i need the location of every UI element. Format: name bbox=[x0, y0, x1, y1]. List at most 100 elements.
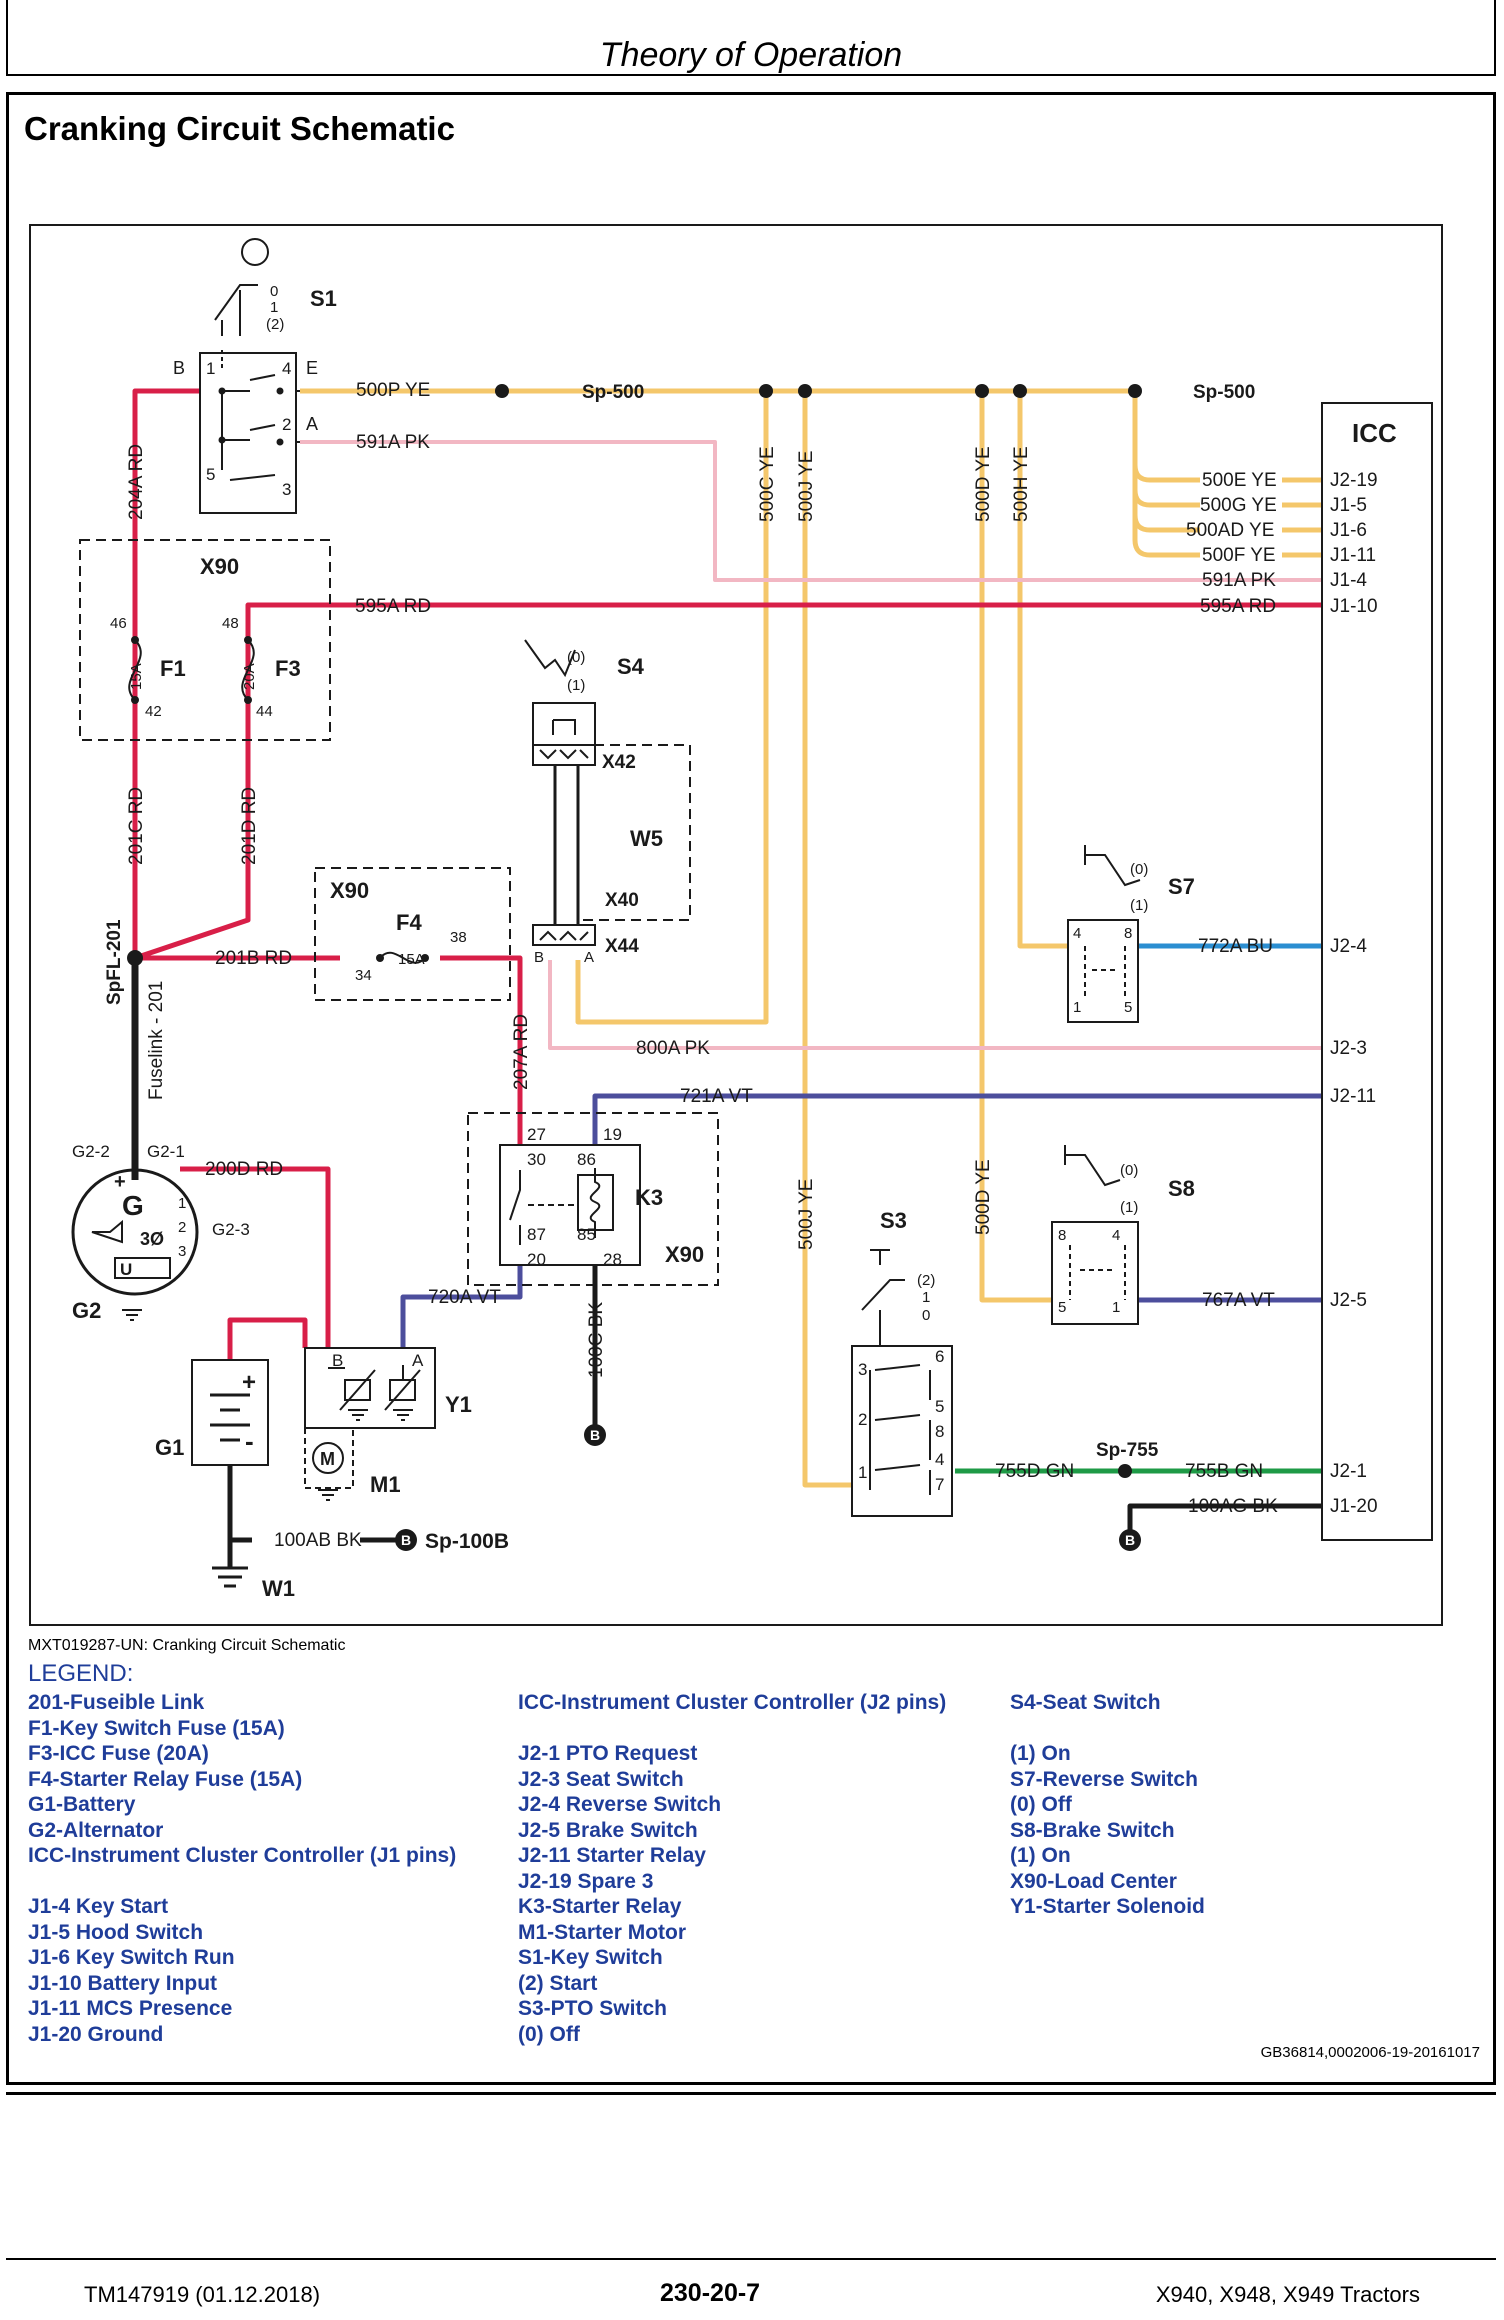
y1-leads bbox=[328, 1365, 404, 1380]
wire-500d bbox=[979, 391, 1070, 1303]
t-s7-4: 4 bbox=[1073, 925, 1081, 942]
t-g3t: 3 bbox=[178, 1243, 186, 1260]
t-s1-0: 0 bbox=[270, 283, 278, 300]
w500g-label: 500G YE bbox=[1200, 495, 1277, 516]
w100c-label: 100C BK bbox=[586, 1302, 607, 1378]
ground-b1-text: B bbox=[590, 1427, 600, 1443]
legend-item: K3-Starter Relay bbox=[518, 1895, 682, 1918]
s1-lever bbox=[214, 284, 258, 336]
w755b-label: 755B GN bbox=[1185, 1461, 1263, 1482]
legend-item: J1-5 Hood Switch bbox=[28, 1920, 204, 1944]
f4-label: F4 bbox=[396, 910, 422, 935]
f1-label: F1 bbox=[160, 656, 186, 681]
content-frame bbox=[6, 92, 1496, 2085]
s1-box bbox=[199, 352, 297, 514]
legend-item bbox=[518, 1716, 946, 1742]
wire-w5 bbox=[553, 765, 580, 925]
x40-label: X40 bbox=[605, 890, 639, 911]
f3-label: F3 bbox=[275, 656, 301, 681]
s1-node bbox=[218, 436, 226, 444]
wire-500ad bbox=[1132, 391, 1200, 533]
t-s8-8: 8 bbox=[1058, 1227, 1066, 1244]
t-38: 38 bbox=[450, 929, 467, 946]
footer-models: X940, X948, X949 Tractors bbox=[1155, 2282, 1420, 2307]
pin-j25: J2-5 bbox=[1330, 1290, 1367, 1311]
w755d-label: 755D GN bbox=[995, 1461, 1074, 1482]
legend-item: 201-Fuseible Link bbox=[28, 1691, 205, 1714]
x90-f4-box bbox=[314, 867, 511, 1001]
t-s3-5: 5 bbox=[935, 1397, 944, 1416]
s7-label: S7 bbox=[1168, 874, 1195, 899]
x90-top-label: X90 bbox=[200, 554, 239, 579]
s4-box bbox=[532, 702, 596, 746]
g1-label: G1 bbox=[155, 1435, 184, 1460]
s1-internals bbox=[214, 238, 276, 481]
ground-b-marker bbox=[1119, 1529, 1141, 1551]
w201d-label: 201D RD bbox=[239, 787, 260, 865]
x90-k3-label: X90 bbox=[665, 1242, 704, 1267]
pin-j24: J2-4 bbox=[1330, 936, 1367, 957]
pin-j21: J2-1 bbox=[1330, 1461, 1367, 1482]
t-s3-7: 7 bbox=[935, 1475, 944, 1494]
fuse-node bbox=[244, 636, 252, 644]
w500e-label: 500E YE bbox=[1202, 470, 1277, 491]
legend-item: J1-10 Battery Input bbox=[28, 1971, 218, 1995]
pin-j120: J1-20 bbox=[1330, 1496, 1378, 1517]
s8-contacts bbox=[1069, 1245, 1126, 1300]
t-motor: M bbox=[320, 1449, 335, 1469]
x44-chevrons bbox=[539, 930, 589, 941]
w500d2-label: 500D YE bbox=[973, 1159, 994, 1235]
t-s7-0: (0) bbox=[1130, 861, 1148, 878]
w595a-label: 595A RD bbox=[355, 596, 431, 617]
t-44: 44 bbox=[256, 703, 273, 720]
legend-item: F1-Key Switch Fuse (15A) bbox=[28, 1716, 285, 1740]
k3-switch bbox=[509, 1170, 521, 1245]
t-g1plus: + bbox=[242, 1369, 256, 1396]
ground-b2-text: B bbox=[1125, 1532, 1135, 1548]
legend-column-1: 201-Fuseible Link F1-Key Switch Fuse (15… bbox=[28, 1690, 456, 2047]
wire-591a bbox=[300, 440, 1322, 582]
legend-item: G2-Alternator bbox=[28, 1818, 164, 1842]
fuse-node bbox=[131, 636, 139, 644]
legend-item: J1-11 MCS Presence bbox=[28, 1997, 233, 2020]
footer-manual-id: TM147919 (01.12.2018) bbox=[84, 2282, 321, 2307]
wire-g1pos bbox=[227, 1317, 308, 1380]
s8-symbol bbox=[1064, 1145, 1126, 1300]
wire-500j bbox=[802, 391, 870, 1488]
s1-contact bbox=[249, 374, 276, 381]
t-s7-1: (1) bbox=[1130, 897, 1148, 914]
w5-label: W5 bbox=[630, 826, 663, 851]
s1-contact bbox=[229, 474, 276, 481]
legend-item: S7-Reverse Switch bbox=[1010, 1767, 1198, 1791]
t-s1-1: 1 bbox=[270, 299, 278, 316]
legend-item: (0) Off bbox=[1010, 1793, 1072, 1816]
s3-contacts bbox=[869, 1364, 931, 1495]
s4-label: S4 bbox=[617, 654, 645, 679]
x90-f4-label: X90 bbox=[330, 878, 369, 903]
w772a-label: 772A BU bbox=[1198, 936, 1273, 957]
s1-node bbox=[276, 387, 284, 395]
t-k87: 87 bbox=[527, 1225, 546, 1244]
section-title: Cranking Circuit Schematic bbox=[24, 110, 455, 147]
wire-207a bbox=[440, 955, 523, 1145]
w721a-label: 721A VT bbox=[680, 1086, 753, 1107]
splice-dot bbox=[1118, 1464, 1132, 1478]
t-s1-1b: 1 bbox=[206, 359, 215, 378]
m1-label: M1 bbox=[370, 1472, 401, 1497]
s8-label: S8 bbox=[1168, 1176, 1195, 1201]
legend-item bbox=[1010, 1716, 1205, 1742]
w204a-label: 204A RD bbox=[126, 444, 147, 520]
sp500a-label: Sp-500 bbox=[582, 382, 644, 403]
legend-item: (2) Start bbox=[518, 1971, 598, 1995]
t-48: 48 bbox=[222, 615, 239, 632]
pin-j110: J1-10 bbox=[1330, 596, 1378, 617]
splice-dot bbox=[127, 950, 143, 966]
legend-column-2: ICC-Instrument Cluster Controller (J2 pi… bbox=[518, 1690, 946, 2047]
wire-800a bbox=[548, 960, 1322, 1050]
legend-item: S1-Key Switch bbox=[518, 1946, 663, 1969]
page-header: Theory of Operation bbox=[6, 0, 1496, 76]
s3-box bbox=[851, 1345, 953, 1517]
legend-item: (0) Off bbox=[518, 2022, 580, 2046]
pin-j16: J1-6 bbox=[1330, 520, 1367, 541]
